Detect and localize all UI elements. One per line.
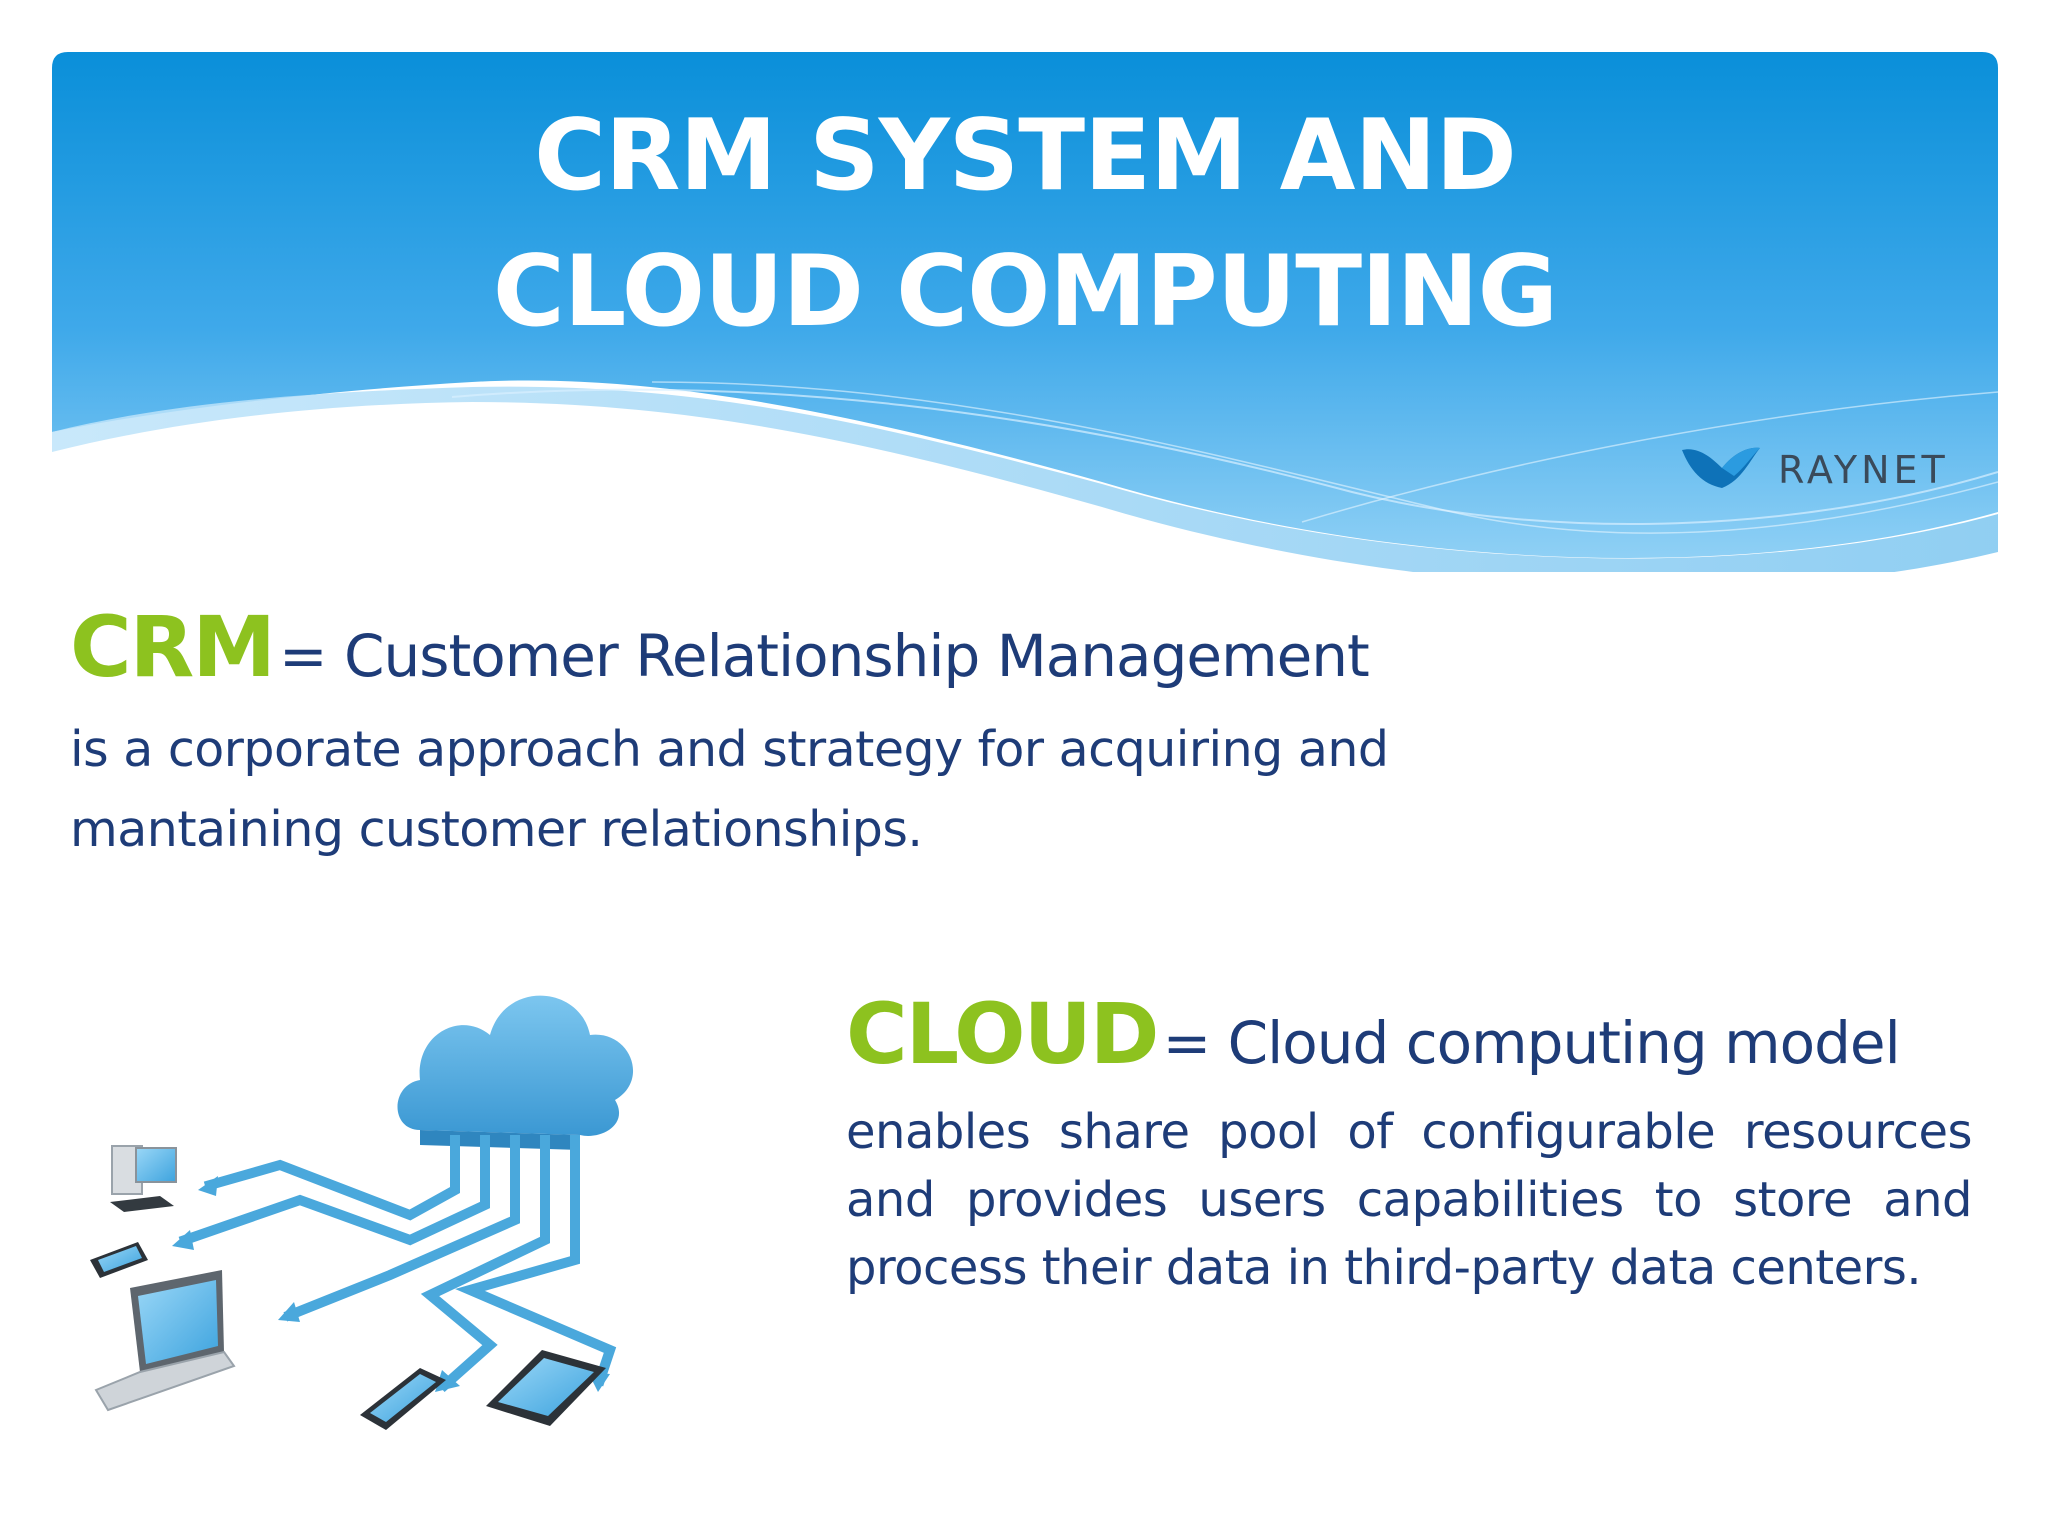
smartphone-icon <box>360 1368 446 1430</box>
title-line-2: CLOUD COMPUTING <box>492 235 1558 349</box>
cloud-description: enables share pool of configurable resou… <box>846 1104 1973 1296</box>
raynet-logo: RAYNET <box>1678 440 1988 500</box>
connection-arrows <box>178 1135 617 1393</box>
crm-definition: = Customer Relationship Management <box>279 622 1370 690</box>
slide-title: CRM SYSTEM AND CLOUD COMPUTING <box>52 88 1998 360</box>
crm-description: is a corporate approach and strategy for… <box>70 721 1389 858</box>
header-banner <box>52 52 1998 572</box>
cloud-icon <box>397 995 634 1150</box>
title-line-1: CRM SYSTEM AND <box>534 99 1517 213</box>
raynet-wing-icon <box>1682 447 1760 488</box>
cloud-definition: = Cloud computing model <box>1162 1009 1901 1077</box>
cloud-network-illustration <box>90 995 634 1430</box>
cloud-acronym: CLOUD <box>846 985 1160 1083</box>
tablet-icon <box>486 1350 606 1426</box>
phone-icon <box>90 1242 148 1278</box>
arrow-heads <box>172 1176 610 1392</box>
desktop-computer-icon <box>110 1145 177 1212</box>
logo-text: RAYNET <box>1778 448 1949 492</box>
crm-heading: CRM = Customer Relationship Management <box>70 598 1370 696</box>
crm-acronym: CRM <box>70 598 276 696</box>
laptop-icon <box>94 1270 236 1412</box>
cloud-heading: CLOUD = Cloud computing model <box>846 985 1901 1083</box>
